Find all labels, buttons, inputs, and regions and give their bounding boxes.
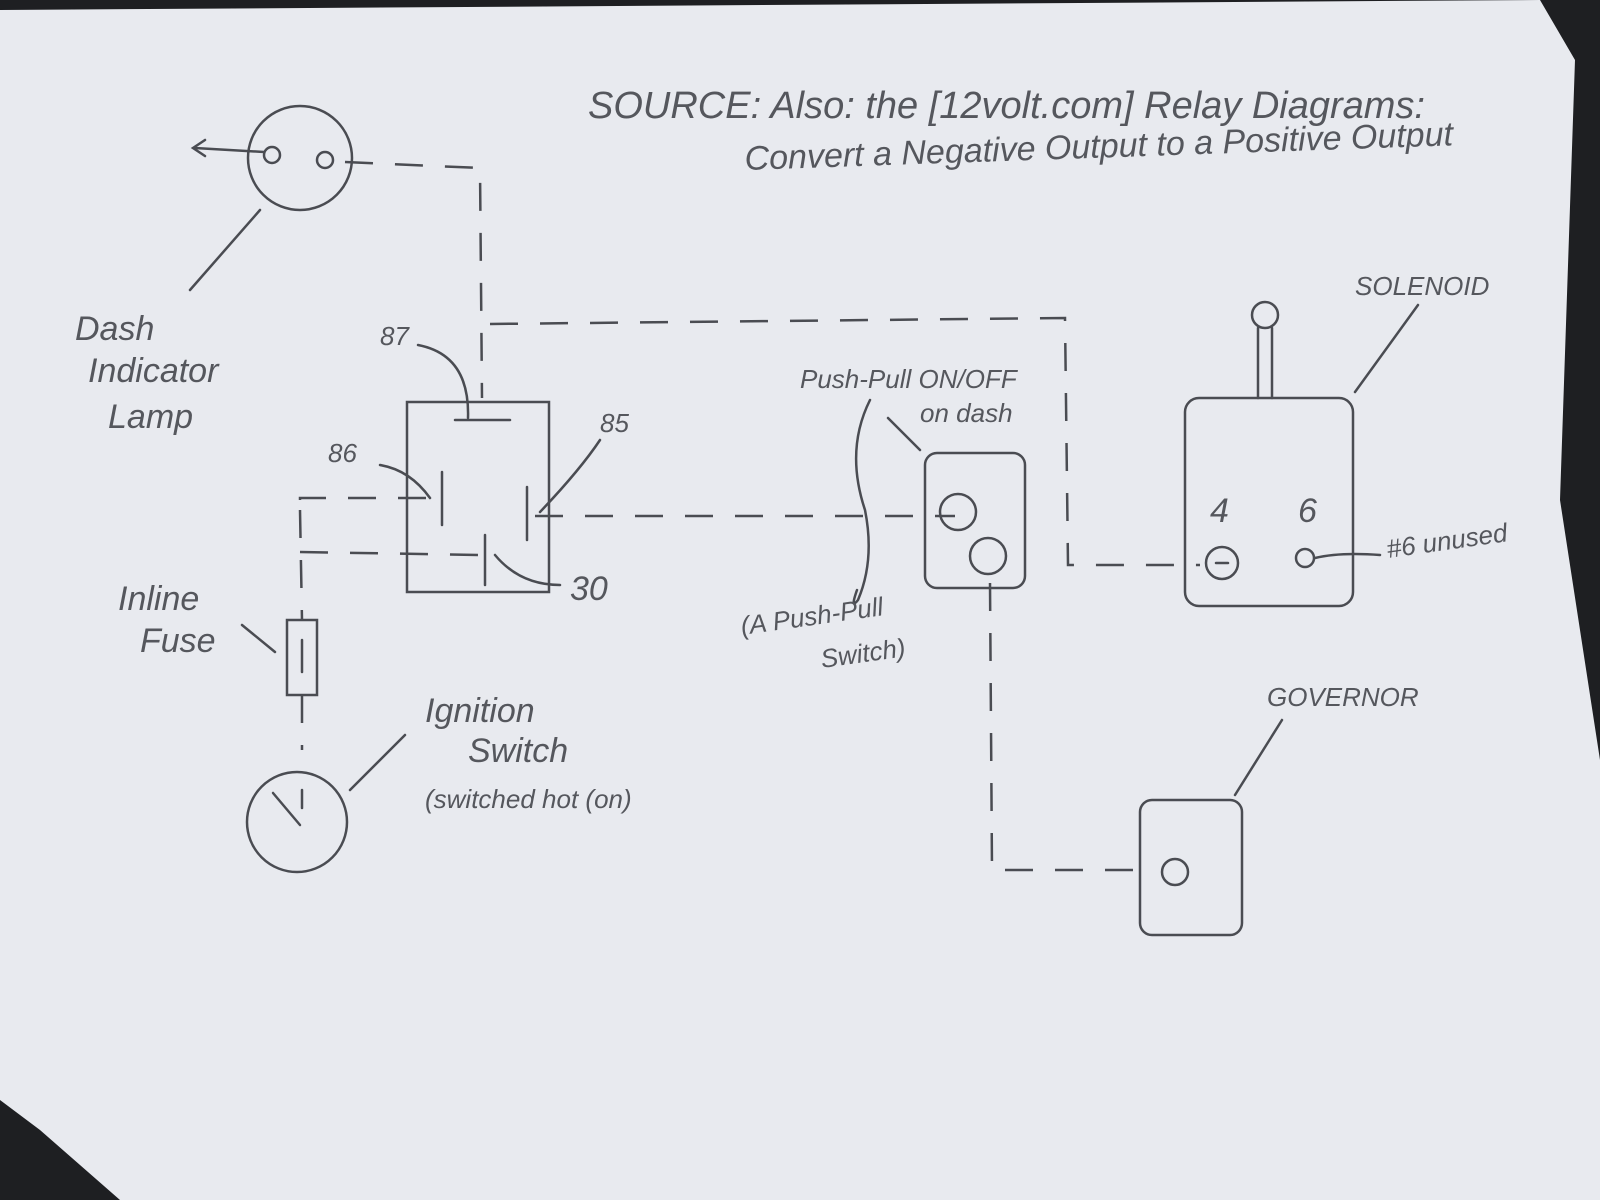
inline-fuse-label-1: Inline (118, 580, 199, 618)
solenoid-terminal-4: 4 (1210, 492, 1229, 530)
inline-fuse-label-2: Fuse (140, 622, 216, 660)
governor-label: GOVERNOR (1267, 682, 1419, 712)
ignition-label-2: Switch (468, 732, 568, 770)
ignition-switch (245, 733, 407, 874)
push-pull-label-1: Push-Pull ON/OFF (800, 364, 1019, 394)
relay-pin-86-label: 86 (328, 438, 357, 468)
dash-indicator-lamp (188, 104, 354, 292)
solenoid (1183, 300, 1420, 608)
solenoid-label: SOLENOID (1355, 271, 1489, 301)
push-pull-label-2: on dash (920, 398, 1013, 428)
dash-lamp-label-3: Lamp (108, 398, 193, 436)
dash-lamp-label-1: Dash (75, 310, 154, 348)
relay-pin-30-label: 30 (570, 570, 608, 608)
governor (1138, 718, 1284, 937)
relay-pin-87-label: 87 (380, 321, 410, 351)
push-pull-switch (852, 398, 1027, 605)
relay-pin-85-label: 85 (600, 408, 629, 438)
header-source-line: SOURCE: Also: the [12volt.com] Relay Dia… (588, 85, 1425, 127)
dash-lamp-label-2: Indicator (88, 352, 220, 390)
ignition-label-3: (switched hot (on) (425, 784, 632, 814)
ignition-label-1: Ignition (425, 692, 535, 730)
solenoid-terminal-6: 6 (1298, 492, 1317, 530)
inline-fuse (240, 618, 319, 697)
dashed-wires (298, 160, 1200, 872)
relay (378, 343, 602, 594)
